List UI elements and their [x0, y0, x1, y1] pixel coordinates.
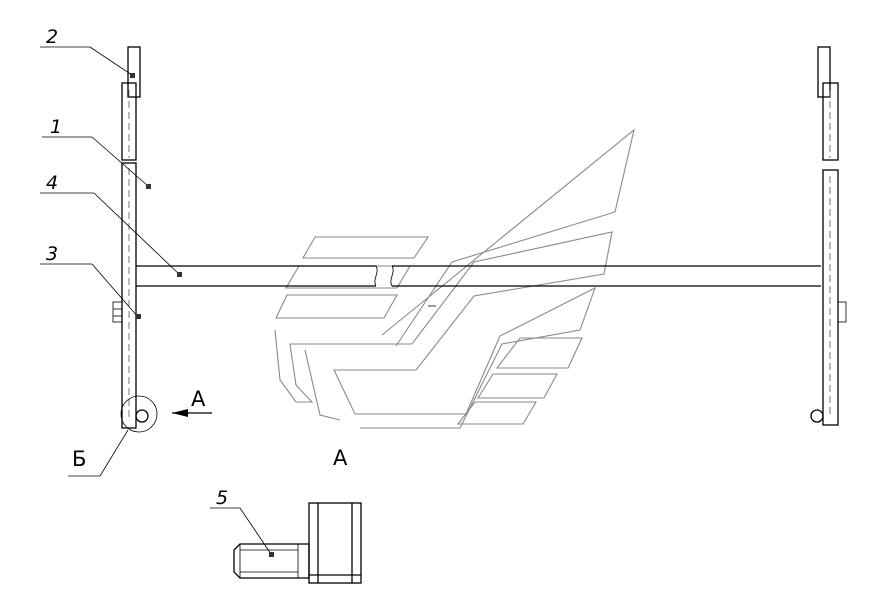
- callout-4-number: 4: [46, 172, 58, 194]
- right-post: [810, 46, 847, 426]
- detail-b-circle: [120, 395, 158, 433]
- callout-3: 3: [40, 243, 141, 319]
- crossbar: [136, 265, 821, 307]
- detail-b-callout: Б: [68, 429, 129, 477]
- view-arrow-a: A: [172, 387, 212, 417]
- callout-2: 2: [40, 26, 135, 78]
- callout-2-number: 2: [46, 26, 58, 48]
- left-bracket: [112, 301, 123, 323]
- right-post-cap: [817, 46, 831, 98]
- left-post: [112, 46, 158, 433]
- left-post-cap: [127, 46, 141, 98]
- right-roller: [810, 409, 824, 423]
- callout-5: 5: [210, 487, 274, 557]
- left-roller: [135, 409, 149, 423]
- callout-5-number: 5: [216, 487, 228, 509]
- callout-3-number: 3: [46, 243, 58, 265]
- view-a-title: A: [333, 446, 348, 470]
- view-arrow-label: A: [191, 387, 206, 411]
- callout-1: 1: [42, 116, 151, 189]
- view-a-detail: [233, 502, 362, 584]
- watermark-logo: [274, 128, 635, 429]
- callout-4: 4: [40, 172, 182, 277]
- right-bracket: [837, 301, 847, 323]
- detail-b-label: Б: [72, 447, 86, 471]
- callout-1-number: 1: [50, 116, 62, 138]
